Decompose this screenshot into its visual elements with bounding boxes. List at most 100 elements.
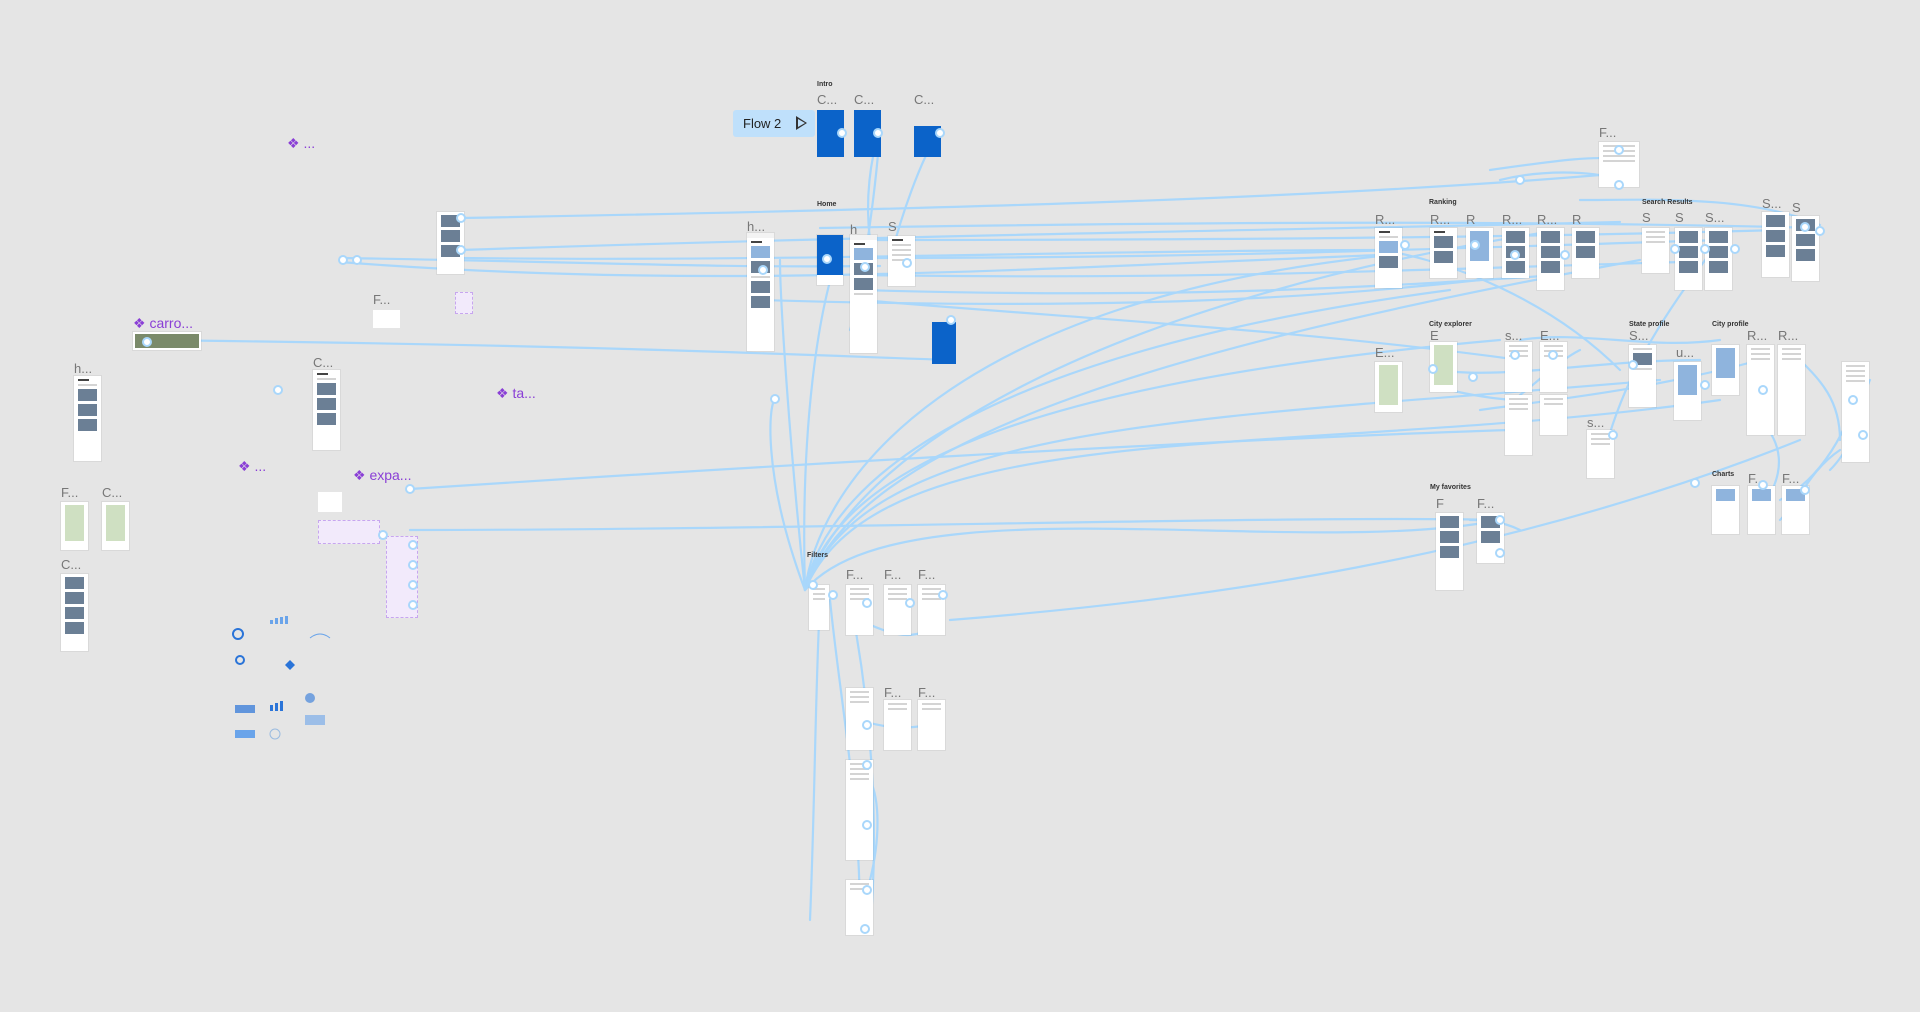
connection-node[interactable] — [456, 245, 466, 255]
component-expand[interactable]: ❖ expa... — [353, 467, 412, 483]
search-frame[interactable] — [1642, 228, 1669, 273]
connection-node[interactable] — [273, 385, 283, 395]
home-frame-1[interactable] — [747, 233, 774, 351]
menu-frame[interactable] — [932, 322, 956, 364]
connection-node[interactable] — [902, 258, 912, 268]
explorer-frame[interactable] — [1540, 395, 1567, 435]
connection-node[interactable] — [1628, 360, 1638, 370]
mid-frame[interactable] — [437, 212, 464, 274]
connection-node[interactable] — [873, 128, 883, 138]
chart-frame[interactable] — [1712, 486, 1739, 534]
connection-node[interactable] — [837, 128, 847, 138]
ranking-frame[interactable] — [1430, 228, 1457, 278]
connection-node[interactable] — [862, 760, 872, 770]
filter-frame[interactable] — [884, 585, 911, 635]
connection-node[interactable] — [338, 255, 348, 265]
component-set[interactable] — [318, 520, 380, 544]
connection-node[interactable] — [1800, 485, 1810, 495]
explorer-frame[interactable] — [1505, 342, 1532, 392]
component-set[interactable] — [455, 292, 473, 314]
connection-node[interactable] — [1848, 395, 1858, 405]
left-frame[interactable] — [61, 574, 88, 651]
left-frame[interactable] — [74, 376, 101, 461]
ranking-frame[interactable] — [1375, 228, 1402, 288]
explorer-frame[interactable] — [1375, 362, 1402, 412]
component-item[interactable]: ❖ ... — [287, 135, 316, 151]
connection-node[interactable] — [1700, 244, 1710, 254]
connection-node[interactable] — [1758, 480, 1768, 490]
connection-node[interactable] — [862, 598, 872, 608]
connection-node[interactable] — [1400, 240, 1410, 250]
connection-node[interactable] — [1468, 372, 1478, 382]
connection-node[interactable] — [1560, 250, 1570, 260]
mini-frame[interactable] — [373, 310, 400, 328]
left-frame[interactable] — [102, 502, 129, 550]
state-frame[interactable] — [1629, 345, 1656, 407]
connection-node[interactable] — [1548, 350, 1558, 360]
component-carrousel[interactable]: ❖ carro... — [133, 315, 194, 331]
connection-node[interactable] — [905, 598, 915, 608]
connection-node[interactable] — [862, 720, 872, 730]
connection-node[interactable] — [1800, 222, 1810, 232]
filter-frame[interactable] — [846, 585, 873, 635]
explorer-frame[interactable] — [1505, 395, 1532, 455]
filter-frame[interactable] — [918, 700, 945, 750]
connection-node[interactable] — [378, 530, 388, 540]
connection-node[interactable] — [1700, 380, 1710, 390]
connection-node[interactable] — [860, 262, 870, 272]
connection-node[interactable] — [1815, 226, 1825, 236]
connection-node[interactable] — [862, 820, 872, 830]
connection-node[interactable] — [456, 213, 466, 223]
connection-node[interactable] — [758, 265, 768, 275]
connection-node[interactable] — [1858, 430, 1868, 440]
connection-node[interactable] — [935, 128, 945, 138]
connection-node[interactable] — [1608, 430, 1618, 440]
connection-node[interactable] — [1670, 244, 1680, 254]
ranking-frame[interactable] — [1537, 228, 1564, 290]
connection-node[interactable] — [1730, 244, 1740, 254]
mid-frame[interactable] — [313, 370, 340, 450]
filter-frame[interactable] — [809, 585, 829, 630]
search-frame[interactable] — [1762, 212, 1789, 277]
filter-frame[interactable] — [846, 760, 873, 860]
connection-node[interactable] — [1510, 350, 1520, 360]
home-frame-3[interactable] — [850, 235, 877, 353]
connection-node[interactable] — [1510, 250, 1520, 260]
connection-node[interactable] — [1470, 240, 1480, 250]
connection-node[interactable] — [1428, 364, 1438, 374]
mini-frame[interactable] — [318, 492, 342, 512]
connection-node[interactable] — [1614, 145, 1624, 155]
connection-node[interactable] — [1690, 478, 1700, 488]
connection-node[interactable] — [1758, 385, 1768, 395]
explorer-frame[interactable] — [1430, 342, 1457, 392]
connection-node[interactable] — [770, 394, 780, 404]
search-frame[interactable] — [1675, 228, 1702, 290]
connection-node[interactable] — [405, 484, 415, 494]
connection-node[interactable] — [938, 590, 948, 600]
connection-node[interactable] — [352, 255, 362, 265]
connection-node[interactable] — [860, 924, 870, 934]
connection-node[interactable] — [822, 254, 832, 264]
connection-node[interactable] — [408, 560, 418, 570]
city-frame[interactable] — [1674, 362, 1701, 420]
filter-frame[interactable] — [846, 688, 873, 750]
connection-node[interactable] — [1495, 515, 1505, 525]
connection-node[interactable] — [408, 580, 418, 590]
left-frame[interactable] — [61, 502, 88, 550]
ranking-frame[interactable] — [1466, 228, 1493, 278]
connection-node[interactable] — [828, 590, 838, 600]
filter-frame[interactable] — [884, 700, 911, 750]
connection-node[interactable] — [808, 580, 818, 590]
connection-node[interactable] — [1495, 548, 1505, 558]
connection-node[interactable] — [142, 337, 152, 347]
city-frame[interactable] — [1842, 362, 1869, 462]
connection-node[interactable] — [408, 540, 418, 550]
city-frame[interactable] — [1712, 345, 1739, 395]
connection-node[interactable] — [946, 315, 956, 325]
chart-frame[interactable] — [1748, 486, 1775, 534]
flow-start-button[interactable]: Flow 2 — [733, 110, 815, 137]
search-frame[interactable] — [1705, 228, 1732, 290]
component-item[interactable]: ❖ ... — [238, 458, 267, 474]
ranking-frame[interactable] — [1572, 228, 1599, 278]
